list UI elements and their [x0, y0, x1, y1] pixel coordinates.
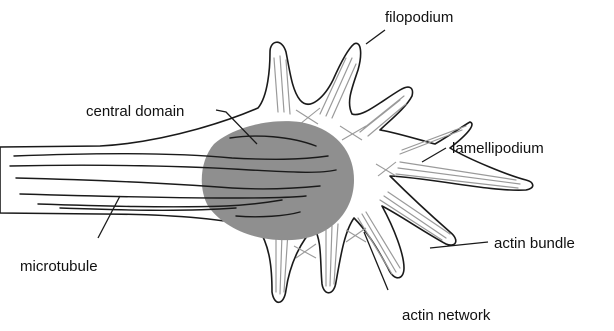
label-actin-network: actin network: [402, 307, 491, 324]
central-domain: [202, 121, 354, 240]
leader-actin-bundle: [430, 242, 488, 248]
label-central-domain: central domain: [86, 103, 184, 120]
label-microtubule: microtubule: [20, 258, 98, 275]
leader-filopodium: [366, 30, 385, 44]
label-lamellipodium: lamellipodium: [452, 140, 544, 157]
label-filopodium: filopodium: [385, 9, 453, 26]
label-actin-bundle: actin bundle: [494, 235, 575, 252]
